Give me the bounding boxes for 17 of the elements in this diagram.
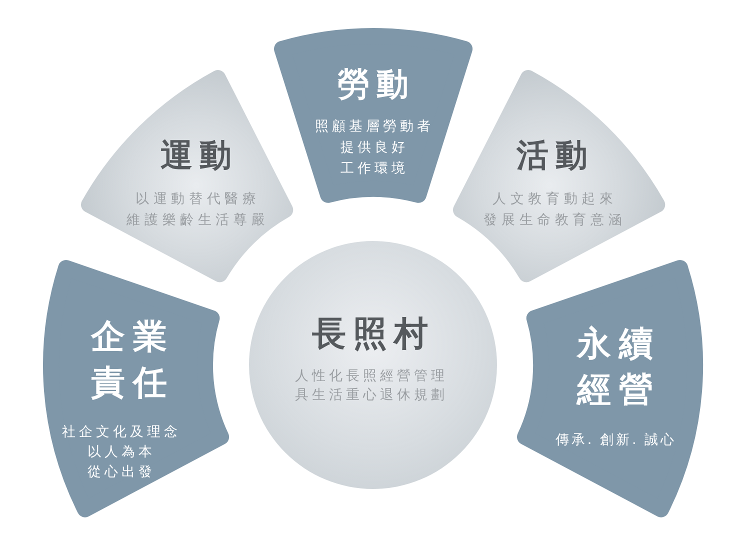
segment-title: 永續經營 [575, 322, 661, 412]
segment-title: 活動 [515, 134, 594, 175]
segment-description: 人文教育動起來發展生命教育意涵 [482, 190, 626, 230]
petal-segment [43, 260, 230, 518]
segment-description: 以運動替代醫療維護樂齡生活尊嚴 [126, 190, 270, 230]
segment-description: 傳承. 創新. 誠心 [554, 430, 677, 450]
circle-description: 人性化長照經營管理具生活重心退休規劃 [294, 367, 448, 405]
circle-title: 長照村 [311, 314, 435, 354]
petal-segment [274, 28, 472, 203]
segment-title: 企業責任 [90, 316, 175, 405]
segment-description: 照顧基層勞動者提供良好工作環境 [314, 118, 434, 178]
segment-description: 社企文化及理念以人為本從心出發 [60, 422, 181, 482]
petal-segment [516, 260, 703, 518]
segment-title: 運動 [159, 134, 238, 175]
segment-title: 勞動 [336, 64, 416, 104]
petal-segment [452, 70, 665, 282]
petal-segment [81, 70, 294, 282]
